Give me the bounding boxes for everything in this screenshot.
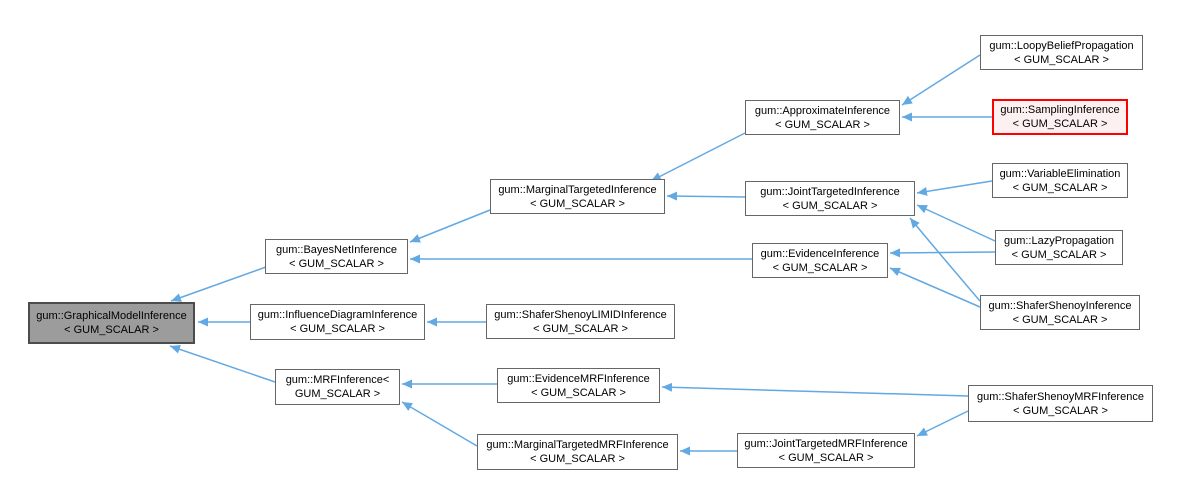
class-node-label: gum::MarginalTargetedInference — [498, 183, 657, 196]
class-node-label: gum::JointTargetedInference — [760, 185, 900, 198]
class-node-label: gum::JointTargetedMRFInference — [744, 437, 908, 450]
class-node-label: gum::SamplingInference — [1000, 104, 1120, 116]
class-node-label: < GUM_SCALAR > — [533, 322, 628, 335]
class-node-label: < GUM_SCALAR > — [1012, 313, 1108, 326]
class-node-lazypropagation[interactable]: gum::LazyPropagation< GUM_SCALAR > — [995, 230, 1123, 265]
class-node-label: gum::BayesNetInference — [275, 243, 398, 256]
class-node-jointtargetedmrf[interactable]: gum::JointTargetedMRFInference< GUM_SCAL… — [737, 433, 915, 468]
class-node-marginaltargetedmrf[interactable]: gum::MarginalTargetedMRFInference< GUM_S… — [477, 434, 678, 470]
class-node-label: < GUM_SCALAR > — [782, 199, 878, 212]
class-node-label: < GUM_SCALAR > — [1012, 118, 1108, 130]
class-node-label: < GUM_SCALAR > — [772, 261, 868, 274]
class-node-label: < GUM_SCALAR > — [530, 197, 625, 210]
class-node-label: < GUM_SCALAR > — [1012, 181, 1108, 194]
inheritance-edge-shafershenoy-to-jointtargeted — [909, 217, 981, 302]
inheritance-edge-shafershenoymrf-to-evidencemrf — [661, 382, 969, 397]
class-node-influencediagram[interactable]: gum::InfluenceDiagramInference< GUM_SCAL… — [250, 304, 425, 340]
class-node-label: gum::ShaferShenoyInference — [988, 299, 1132, 312]
class-node-label: gum::LazyPropagation — [1003, 234, 1115, 247]
class-node-jointtargeted[interactable]: gum::JointTargetedInference< GUM_SCALAR … — [745, 181, 915, 216]
class-node-mrf[interactable]: gum::MRFInference<GUM_SCALAR > — [275, 369, 400, 405]
inheritance-edge-marginaltargeted-to-bayesnet — [409, 209, 491, 243]
class-node-label: < GUM_SCALAR > — [290, 323, 385, 335]
class-node-label: gum::EvidenceInference — [760, 247, 880, 260]
class-node-loopybelief[interactable]: gum::LoopyBeliefPropagation< GUM_SCALAR … — [980, 35, 1143, 70]
inheritance-edge-loopybelief-to-approximate — [901, 54, 981, 106]
class-node-label: gum::ShaferShenoyMRFInference — [977, 390, 1144, 403]
class-node-label: gum::VariableElimination — [999, 167, 1121, 180]
class-node-variableelimination[interactable]: gum::VariableElimination< GUM_SCALAR > — [992, 163, 1128, 198]
class-node-bayesnet[interactable]: gum::BayesNetInference< GUM_SCALAR > — [265, 239, 408, 274]
class-node-label: gum::ApproximateInference — [754, 104, 891, 117]
inheritance-edge-lazypropagation-to-jointtargeted — [916, 204, 996, 242]
inheritance-edge-shafershenoymrf-to-jointtargetedmrf — [916, 410, 969, 437]
class-node-label: gum::MRFInference< — [285, 374, 390, 386]
class-node-marginaltargeted[interactable]: gum::MarginalTargetedInference< GUM_SCAL… — [490, 179, 665, 214]
class-node-graphicalmodel: gum::GraphicalModelInference< GUM_SCALAR… — [28, 302, 195, 344]
class-node-label: < GUM_SCALAR > — [1011, 248, 1107, 261]
class-node-label: gum::MarginalTargetedMRFInference — [486, 439, 669, 451]
inheritance-edge-approximate-to-marginaltargeted — [650, 132, 746, 182]
inheritance-edge-marginaltargetedmrf-to-mrf — [401, 401, 478, 447]
inheritance-edge-lazypropagation-to-evidenceinference — [889, 248, 996, 258]
class-node-label: gum::LoopyBeliefPropagation — [989, 39, 1134, 52]
class-node-label: < GUM_SCALAR > — [1013, 404, 1108, 417]
class-node-label: gum::GraphicalModelInference — [36, 310, 187, 322]
inheritance-edge-bayesnet-to-graphicalmodel — [170, 266, 267, 302]
class-node-label: < GUM_SCALAR > — [778, 451, 874, 464]
class-node-label: < GUM_SCALAR > — [64, 324, 159, 336]
inheritance-edge-shafershenoy-to-evidenceinference — [889, 267, 981, 308]
class-node-label: < GUM_SCALAR > — [775, 118, 870, 131]
class-node-label: GUM_SCALAR > — [294, 388, 381, 400]
class-node-label: < GUM_SCALAR > — [1014, 53, 1109, 66]
class-node-label: < GUM_SCALAR > — [531, 386, 626, 399]
class-node-label: < GUM_SCALAR > — [289, 257, 384, 270]
class-node-label: < GUM_SCALAR > — [530, 453, 625, 465]
class-node-label: gum::InfluenceDiagramInference — [257, 309, 418, 321]
class-node-shafershenoy[interactable]: gum::ShaferShenoyInference< GUM_SCALAR > — [980, 295, 1140, 330]
class-node-sampling[interactable]: gum::SamplingInference< GUM_SCALAR > — [992, 99, 1128, 135]
class-node-label: gum::EvidenceMRFInference — [507, 372, 650, 385]
class-node-shafershenoymrf[interactable]: gum::ShaferShenoyMRFInference< GUM_SCALA… — [968, 385, 1153, 422]
class-node-evidencemrf[interactable]: gum::EvidenceMRFInference< GUM_SCALAR > — [497, 368, 660, 403]
class-node-shafershenoylimid[interactable]: gum::ShaferShenoyLIMIDInference< GUM_SCA… — [486, 304, 675, 339]
inheritance-edge-mrf-to-graphicalmodel — [169, 344, 276, 383]
inheritance-edge-jointtargeted-to-marginaltargeted — [666, 191, 746, 201]
class-node-evidenceinference[interactable]: gum::EvidenceInference< GUM_SCALAR > — [752, 243, 888, 278]
class-node-label: gum::ShaferShenoyLIMIDInference — [494, 308, 667, 321]
inheritance-edge-variableelimination-to-jointtargeted — [916, 180, 993, 196]
class-node-approximate[interactable]: gum::ApproximateInference< GUM_SCALAR > — [745, 100, 900, 135]
